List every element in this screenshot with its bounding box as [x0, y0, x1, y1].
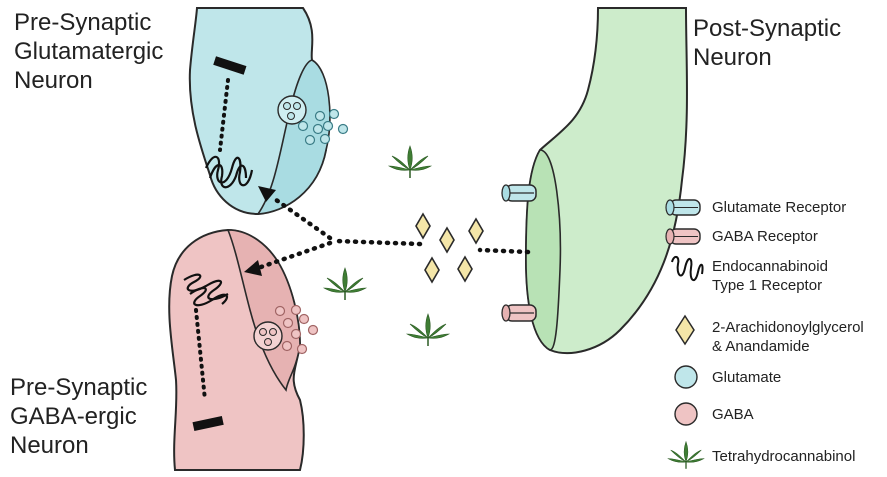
gaba-receptor-icon	[666, 229, 700, 244]
glutamate-receptor-icon	[666, 200, 700, 215]
endocannabinoid-diamond	[416, 214, 430, 238]
retrograde-line-post	[480, 250, 528, 252]
glutamate-dot	[339, 125, 348, 134]
endocannabinoid-diamond	[469, 219, 483, 243]
endocannabinoid-diamond-icon	[676, 316, 694, 344]
legend-label-thc: Tetrahydrocannabinol	[712, 447, 855, 466]
retrograde-signal	[258, 197, 528, 268]
gaba-receptor	[502, 305, 536, 321]
glutamatergic-neuron	[190, 8, 348, 214]
glutamate-dot	[321, 135, 330, 144]
gaba-dot	[265, 339, 272, 346]
thc-leaf	[389, 146, 431, 178]
thc-leaf-icon	[668, 442, 704, 469]
gaba-dot	[292, 330, 301, 339]
gaba-dot-icon	[675, 403, 697, 425]
gaba-dot	[292, 306, 301, 315]
glutamate-dot	[330, 110, 339, 119]
gaba-dot	[309, 326, 318, 335]
legend-label-cb1-receptor: Endocannabinoid Type 1 Receptor	[712, 257, 828, 295]
legend-label-endocannabinoids: 2-Arachidonoylglycerol & Anandamide	[712, 318, 864, 356]
retrograde-line-main	[336, 241, 420, 244]
glutamate-dot	[316, 112, 325, 121]
endocannabinoid-diamond	[425, 258, 439, 282]
gaba-dot	[284, 319, 293, 328]
gaba-dot	[298, 345, 307, 354]
legend-label-glutamate: Glutamate	[712, 368, 781, 387]
gaba-dot	[260, 329, 267, 336]
glutamate-dot	[306, 136, 315, 145]
label-pre-synaptic-glutamatergic: Pre-Synaptic Glutamatergic Neuron	[14, 8, 163, 95]
gaba-dot	[283, 342, 292, 351]
thc-leaf	[324, 268, 366, 300]
label-post-synaptic-neuron: Post-Synaptic Neuron	[693, 14, 841, 72]
gabaergic-neuron	[169, 230, 317, 470]
post-synaptic-neuron	[502, 8, 687, 353]
glutamate-dot	[294, 103, 301, 110]
gaba-dot	[300, 315, 309, 324]
endocannabinoid-diamond	[440, 228, 454, 252]
cb1-receptor-icon	[672, 257, 703, 280]
glutamate-dot	[284, 103, 291, 110]
label-pre-synaptic-gabaergic: Pre-Synaptic GABA-ergic Neuron	[10, 373, 147, 460]
glutamate-dot	[299, 122, 308, 131]
glutamate-receptor	[502, 185, 536, 201]
gaba-dot	[270, 329, 277, 336]
endocannabinoid-diamond	[458, 257, 472, 281]
legend-label-gaba: GABA	[712, 405, 754, 424]
legend-icons	[666, 200, 704, 469]
glutamate-dot	[314, 125, 323, 134]
legend-label-gaba-receptor: GABA Receptor	[712, 227, 818, 246]
thc-leaf	[407, 314, 449, 346]
glutamate-dot	[324, 122, 333, 131]
gaba-dot	[276, 307, 285, 316]
glutamate-dot	[288, 113, 295, 120]
glutamate-dot-icon	[675, 366, 697, 388]
legend-label-glutamate-receptor: Glutamate Receptor	[712, 198, 846, 217]
